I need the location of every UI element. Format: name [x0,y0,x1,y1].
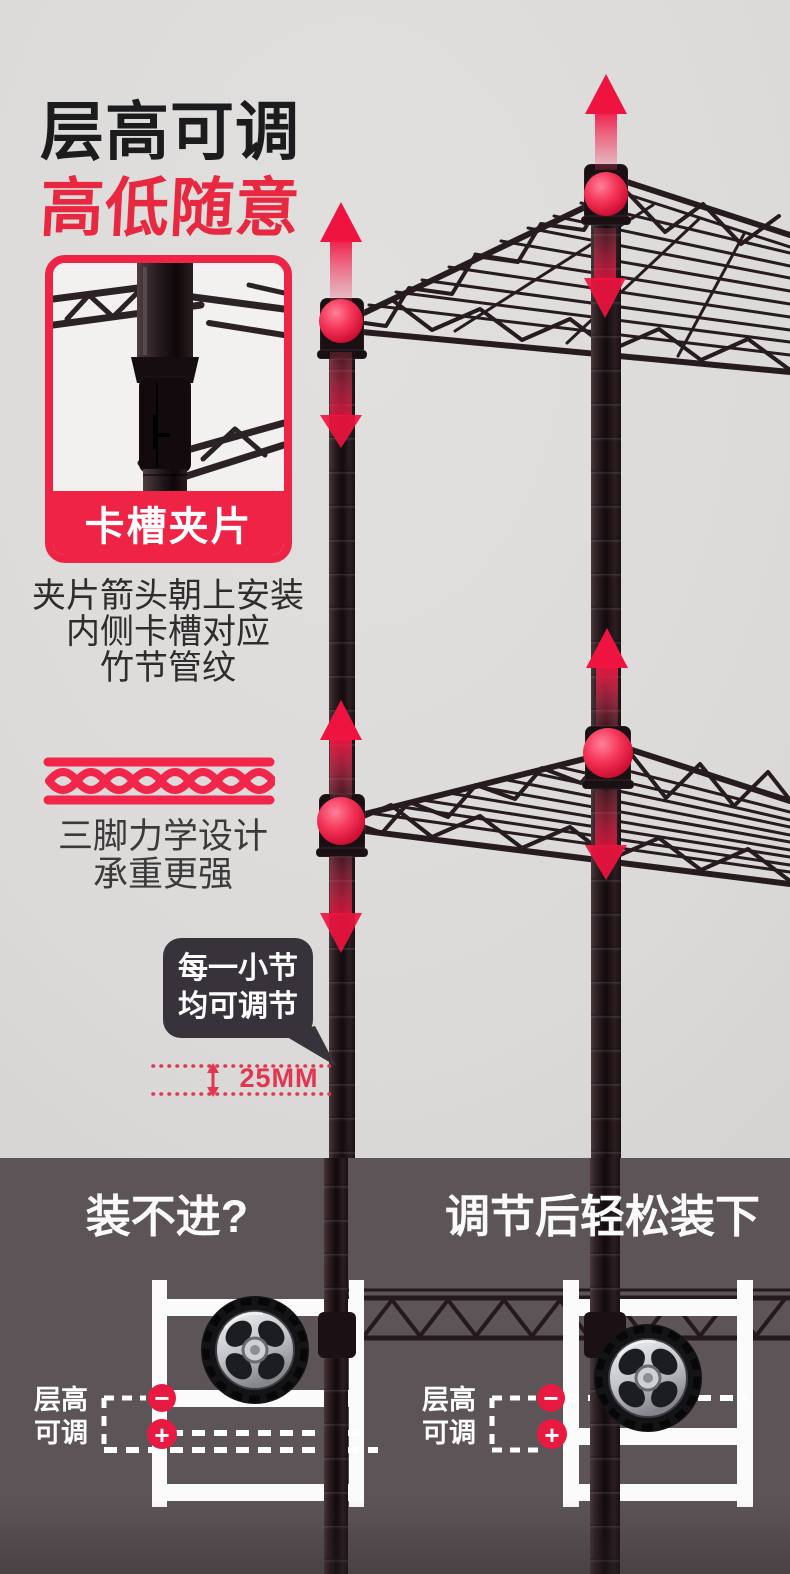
arrow-up-top-left-icon [320,202,362,302]
bubble-line: 均可调节 [178,990,298,1023]
inset-caption: 卡槽夹片 [53,491,284,555]
wheel-left [201,1296,309,1404]
description-line: 内侧卡槽对应 [66,613,270,651]
arrow-up-mid-left-icon [320,700,362,798]
adjust-bracket-left [101,1395,146,1450]
plus-badge-right-icon [537,1419,567,1449]
adjust-label-line: 层高 [34,1385,88,1415]
svg-text:+: + [154,1420,169,1450]
arrow-up-top-right-icon [585,74,627,170]
headline-primary: 层高可调 [40,96,300,168]
clamp-description: 夹片箭头朝上安装 内侧卡槽对应 竹节管纹 [13,578,323,686]
description-line: 竹节管纹 [100,649,236,687]
svg-text:+: + [544,1420,559,1450]
adjust-label-line: 可调 [422,1418,476,1448]
svg-text:−: − [543,1383,558,1413]
speech-bubble-shape [163,938,336,1066]
minus-badge-right-icon [537,1384,565,1412]
measurement-value: 25MM [239,1063,319,1093]
plus-badge-left-icon [147,1419,177,1449]
arrow-down-mid-right-icon [585,790,627,880]
description-line: 夹片箭头朝上安装 [32,577,304,615]
arrow-down-top-left-icon [320,352,362,448]
bubble-line: 每一小节 [178,952,298,985]
measure-dotted-lines [151,1063,338,1097]
adjust-bracket-right [489,1395,546,1453]
comparison-heading-left: 装不进? [85,1191,249,1242]
adjust-label-line: 层高 [422,1385,476,1415]
minus-badge-left-icon [148,1384,176,1412]
adjust-label-right: 层高 可调 [414,1384,484,1450]
adjust-badges: − + − + [147,1383,567,1450]
arrow-up-mid-right-icon [586,628,628,726]
corrugated-wave-icon [43,757,275,805]
clamp-photo [53,263,284,491]
feature-line: 承重更强 [92,855,233,894]
adjust-arrows [320,74,628,953]
joint-ball-mid-right [583,728,633,778]
arrow-down-top-right-icon [584,228,626,318]
speech-bubble: 每一小节 均可调节 [163,938,313,1038]
wheel-right [594,1324,702,1432]
arrow-down-mid-left-icon [320,856,362,953]
detail-inset-card: 卡槽夹片 [45,255,292,563]
joint-ball-top-left [319,299,363,343]
adjust-label-line: 可调 [34,1418,88,1448]
adjust-label-left: 层高 可调 [26,1384,96,1450]
feature-description: 三脚力学设计 承重更强 [18,818,308,894]
joint-ball-mid-left [317,797,365,845]
svg-text:−: − [154,1383,169,1413]
clamp-pole-illustration [131,263,199,491]
headline-secondary: 高低随意 [38,172,302,244]
feature-line: 三脚力学设计 [57,817,268,856]
joint-ball-top-right [584,172,628,216]
bottom-vignette [0,1500,790,1574]
comparison-heading-right: 调节后轻松装下 [444,1191,760,1242]
